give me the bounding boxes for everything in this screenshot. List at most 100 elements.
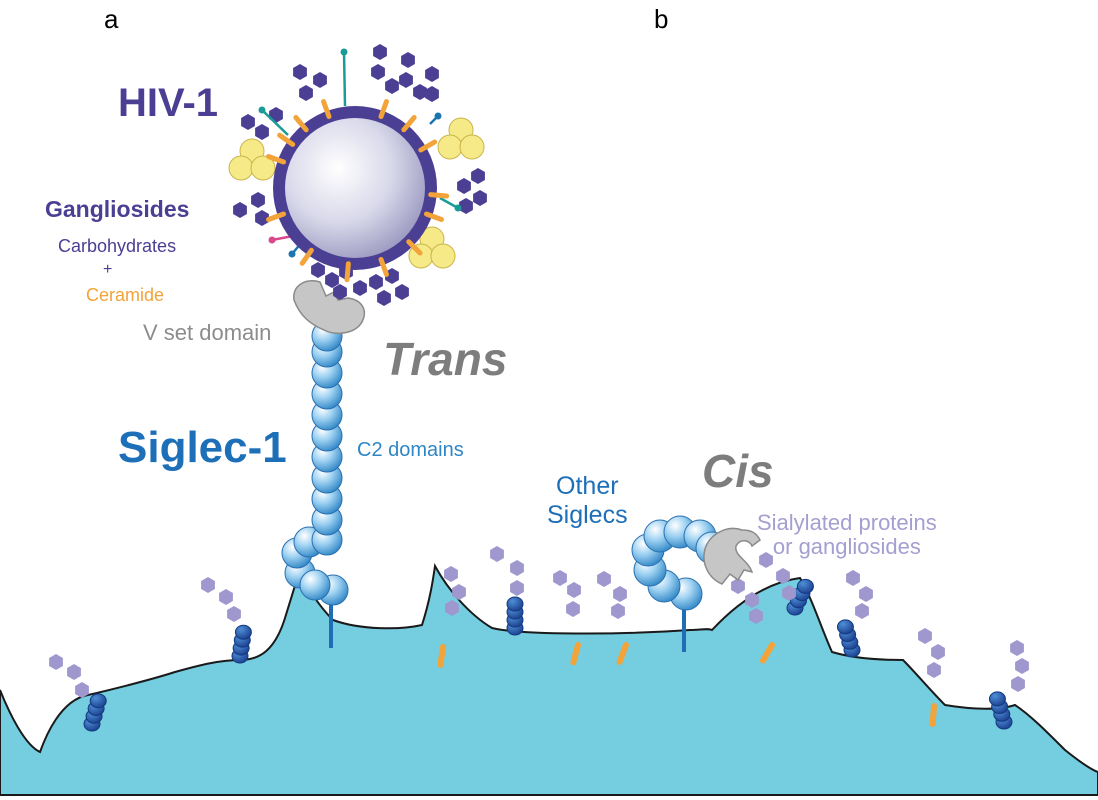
sialic-acid-hexagon: [731, 578, 745, 594]
sialic-acid-hexagon: [255, 124, 269, 140]
sialic-acid-hexagon: [233, 202, 247, 218]
sialic-acid-hexagon: [371, 64, 385, 80]
sialylated-line-1: Sialylated proteins: [757, 510, 937, 535]
membrane-glycans: [49, 546, 1029, 732]
ceramide-stub: [378, 256, 389, 277]
sialic-acid-hexagon: [385, 78, 399, 94]
envelope-glycoprotein: [228, 155, 254, 181]
sialic-acid-hexagon: [373, 44, 387, 60]
ceramide-stub: [321, 99, 332, 120]
other-siglecs-line-2: Siglecs: [547, 500, 628, 529]
c2-domain: [299, 569, 331, 601]
sialic-acid-hexagon: [445, 600, 459, 616]
glycoprotein-domain: [89, 693, 107, 709]
sialic-acid-hexagon: [241, 114, 255, 130]
sialic-acid-hexagon: [490, 546, 504, 562]
sialic-acid-hexagon: [613, 586, 627, 602]
glycoprotein-domain: [234, 624, 252, 640]
glycan-spike-tip: [268, 236, 276, 244]
sialic-acid-hexagon: [566, 601, 580, 617]
ceramide-stub: [344, 261, 351, 283]
ceramide-stub: [428, 192, 450, 199]
sialylated-line-2: or gangliosides: [772, 534, 921, 560]
ceramide-anchor: [616, 642, 629, 665]
sialic-acid-hexagon: [611, 603, 625, 619]
sialic-acid-hexagon: [325, 272, 339, 288]
virus-ceramides: [266, 99, 450, 283]
sialylated-label: Sialylated proteins or gangliosides: [757, 510, 937, 560]
sialic-acid-hexagon: [1010, 640, 1024, 656]
ceramide-stub: [277, 132, 296, 147]
ceramide-stub: [418, 139, 438, 153]
sialic-acid-hexagon: [931, 644, 945, 660]
sialic-acid-hexagon: [859, 586, 873, 602]
sialic-acid-hexagon: [452, 584, 466, 600]
ceramide-anchor: [570, 642, 581, 666]
ceramide-stub: [266, 154, 287, 165]
sialic-acid-hexagon: [401, 52, 415, 68]
sialic-acid-hexagon: [855, 603, 869, 619]
ceramide-stub: [423, 211, 444, 222]
sialic-acid-hexagon: [353, 280, 367, 296]
ceramide-stub: [401, 115, 417, 133]
sialic-acid-hexagon: [510, 580, 524, 596]
envelope-glycoprotein: [250, 155, 276, 181]
sialic-acid-hexagon: [510, 560, 524, 576]
cell-membrane: [0, 562, 1098, 796]
sialic-acid-hexagon: [255, 210, 269, 226]
hiv-1-virion-core: [285, 118, 425, 258]
glycan-spike-tip: [288, 250, 296, 258]
sialic-acid-hexagon: [425, 66, 439, 82]
sialic-acid-hexagon: [385, 268, 399, 284]
sialic-acid-hexagon: [219, 589, 233, 605]
v-set-domain-label: V set domain: [143, 320, 272, 345]
sialic-acid-hexagon: [311, 262, 325, 278]
ceramide-label: Ceramide: [86, 285, 165, 305]
sialic-acid-hexagon: [471, 168, 485, 184]
glycan-spike-tip: [258, 106, 266, 114]
sialic-acid-hexagon: [227, 606, 241, 622]
plus-sign: +: [103, 261, 113, 278]
c2-domains-label: C2 domains: [357, 439, 464, 461]
glycan-spike: [261, 109, 289, 136]
sialic-acid-hexagon: [457, 178, 471, 194]
sialic-acid-hexagon: [425, 86, 439, 102]
sialic-acid-hexagon: [369, 274, 383, 290]
glycan-spike: [342, 51, 347, 107]
ceramide-stub: [266, 211, 287, 222]
sialic-acid-hexagon: [567, 582, 581, 598]
ceramide-stub: [378, 99, 389, 120]
envelope-glycoprotein: [437, 134, 463, 160]
glycan-spike-tip: [434, 112, 442, 120]
other-siglec-v-domain: [703, 527, 761, 585]
envelope-glycoprotein: [430, 243, 456, 269]
sialic-acid-hexagon: [759, 552, 773, 568]
cis-label: Cis: [702, 445, 774, 497]
sialic-acid-hexagon: [399, 72, 413, 88]
panel-label-a: a: [104, 4, 119, 34]
hiv-1-label: HIV-1: [118, 81, 219, 125]
panel-label-b: b: [654, 4, 669, 34]
siglec-1-label: Siglec-1: [118, 423, 287, 472]
ceramide-stub: [299, 247, 314, 266]
sialic-acid-hexagon: [1011, 676, 1025, 692]
sialic-acid-hexagon: [927, 662, 941, 678]
sialic-acid-hexagon: [749, 608, 763, 624]
sialic-acid-hexagon: [377, 290, 391, 306]
ceramide-stub: [293, 115, 309, 133]
sialic-acid-hexagon: [745, 592, 759, 608]
ceramide-stub: [406, 239, 423, 256]
sialic-acid-hexagon: [395, 284, 409, 300]
other-siglecs-label: Other Siglecs: [547, 472, 628, 530]
carbohydrates-label: Carbohydrates: [58, 236, 177, 256]
sialic-acid-hexagon: [918, 628, 932, 644]
sialic-acid-hexagon: [313, 72, 327, 88]
ceramide-anchor: [760, 642, 775, 664]
trans-label: Trans: [383, 333, 508, 385]
sialic-acid-hexagon: [251, 192, 265, 208]
virus-glycoproteins: [228, 48, 485, 269]
sialic-acid-hexagon: [269, 107, 283, 123]
glycan-spike-tip: [340, 48, 348, 56]
sialic-acid-hexagon: [413, 84, 427, 100]
ceramide-anchor: [929, 703, 937, 727]
